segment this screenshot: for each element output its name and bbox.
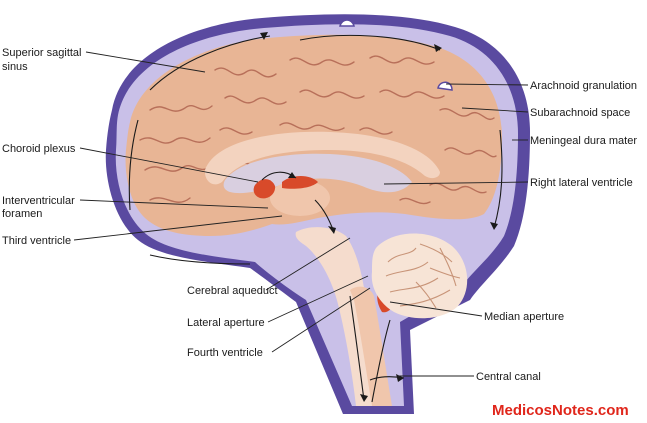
label-fourth-ventricle: Fourth ventricle xyxy=(187,347,263,359)
label-subarachnoid-space: Subarachnoid space xyxy=(530,107,630,119)
label-median-aperture: Median aperture xyxy=(484,311,564,323)
label-interventricular-foramen-2: foramen xyxy=(2,208,42,220)
label-right-lateral-ventricle: Right lateral ventricle xyxy=(530,177,633,189)
label-superior-sagittal-sinus-2: sinus xyxy=(2,61,28,73)
label-choroid-plexus: Choroid plexus xyxy=(2,143,76,155)
label-arachnoid-granulation: Arachnoid granulation xyxy=(530,80,637,92)
label-meningeal-dura-mater: Meningeal dura mater xyxy=(530,135,637,147)
watermark: MedicosNotes.com xyxy=(492,402,629,419)
label-interventricular-foramen: Interventricular xyxy=(2,195,75,207)
label-superior-sagittal-sinus: Superior sagittal xyxy=(2,47,82,59)
label-cerebral-aqueduct: Cerebral aqueduct xyxy=(187,285,278,297)
label-central-canal: Central canal xyxy=(476,371,541,383)
label-third-ventricle: Third ventricle xyxy=(2,235,71,247)
label-lateral-aperture: Lateral aperture xyxy=(187,317,265,329)
